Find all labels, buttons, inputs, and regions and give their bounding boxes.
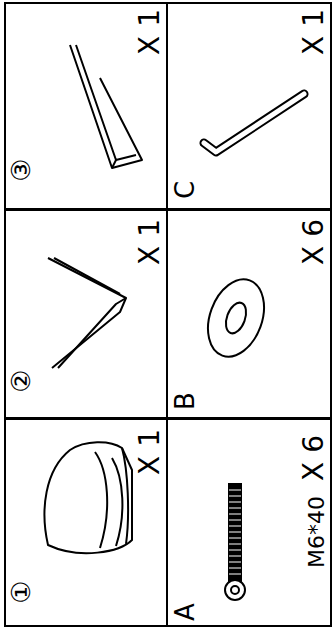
part-panel: B X 6 bbox=[166, 209, 332, 419]
frame-part bbox=[70, 45, 142, 168]
part-panel: ① X 1 bbox=[4, 418, 168, 627]
callout-number: ① bbox=[8, 580, 34, 603]
callout-number: ③ bbox=[8, 158, 34, 181]
part-spec: M6*40 bbox=[306, 496, 328, 568]
part-panel: ③ X 1 bbox=[4, 2, 168, 210]
part-letter: A bbox=[172, 603, 198, 621]
part-letter: B bbox=[172, 392, 198, 410]
quantity: X 1 bbox=[136, 9, 164, 55]
part-panel: A M6*40 X 6 bbox=[166, 418, 332, 627]
callout-number: ② bbox=[8, 369, 34, 392]
quantity: X 6 bbox=[300, 219, 328, 265]
screw bbox=[225, 484, 245, 600]
frame-part bbox=[48, 258, 126, 368]
quantity: X 1 bbox=[136, 429, 164, 475]
hex-key bbox=[204, 94, 304, 152]
seat-part bbox=[44, 442, 132, 553]
part-panel: ② X 1 bbox=[4, 209, 168, 419]
part-letter: C bbox=[172, 181, 198, 199]
quantity: X 6 bbox=[300, 435, 328, 481]
quantity: X 1 bbox=[136, 219, 164, 265]
washer bbox=[198, 272, 274, 365]
part-panel: C X 1 bbox=[166, 2, 332, 210]
quantity: X 1 bbox=[300, 9, 328, 55]
